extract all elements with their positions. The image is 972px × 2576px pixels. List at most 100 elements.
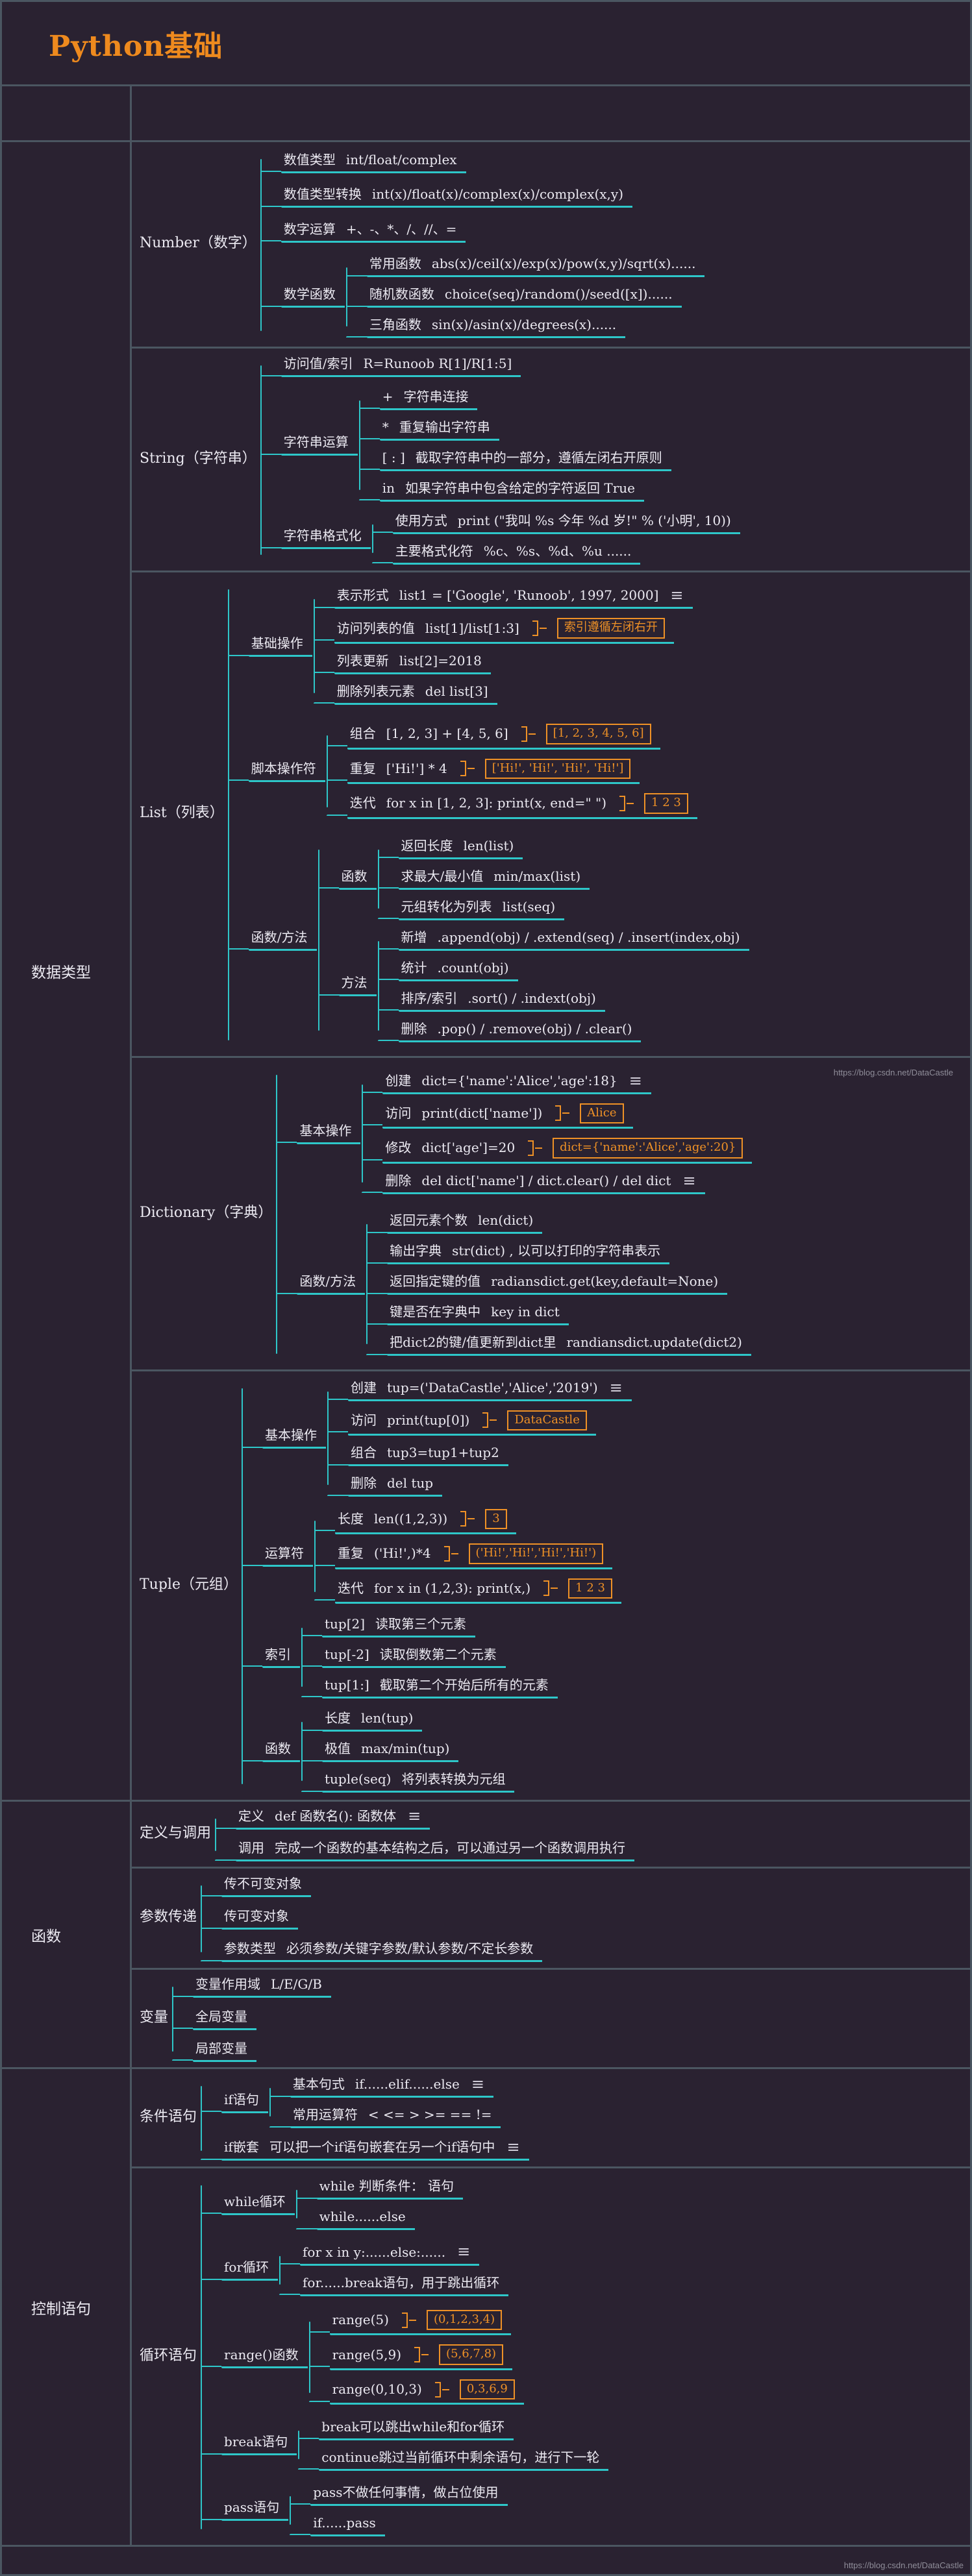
tree-node-label: 返回指定键的值 xyxy=(390,1273,481,1290)
tree-node-row: if语句 xyxy=(221,2091,268,2113)
tree-node-row: 循环语句 xyxy=(137,2346,199,2368)
tree-node-row: 运算符 xyxy=(262,1544,313,1567)
tree-node: 统计.count(obj) xyxy=(377,959,749,981)
tree-node-label: 组合 xyxy=(349,726,376,742)
tree-node: for......break语句，用于跳出循环 xyxy=(279,2274,509,2296)
empty-left-cell xyxy=(2,86,132,140)
tree-node-label: 传可变对象 xyxy=(224,1908,290,1924)
tree-node-label: 数值类型转换 xyxy=(283,186,362,202)
tree-root-node: 参数传递传不可变对象传可变对象参数类型必须参数/关键字参数/默认参数/不定长参数 xyxy=(137,1872,967,1964)
tree-node-row: for循环 xyxy=(221,2258,279,2281)
tree-node-row: Tuple（元组） xyxy=(137,1575,240,1597)
tree-node: break可以跳出while和for循环 xyxy=(298,2418,608,2440)
result-box: (5,6,7,8) xyxy=(439,2344,504,2365)
tree-node-value: R=Runoob R[1]/R[1:5] xyxy=(363,356,512,372)
tree-node-label: 函数 xyxy=(341,868,368,884)
tree-node-label: 基本句式 xyxy=(292,2076,345,2092)
tree-node-value: key in dict xyxy=(491,1304,560,1320)
tree-node-row: 函数 xyxy=(262,1739,300,1763)
tree-node-row: range(5,9)(5,6,7,8) xyxy=(329,2343,513,2370)
tree-node-label: 返回长度 xyxy=(401,837,453,853)
tree-node-row: Number（数字） xyxy=(137,233,259,256)
result-connector-line xyxy=(535,1147,543,1149)
tree-node: 调用完成一个函数的基本结构之后，可以通过另一个函数调用执行 xyxy=(215,1839,967,1861)
tree-node-value: list[2]=2018 xyxy=(399,652,482,669)
tree-node-row: 函数/方法 xyxy=(297,1272,366,1295)
tree-node-row: 统计.count(obj) xyxy=(398,959,518,981)
tree-node: 方法新增.append(obj) / .extend(seq) / .inser… xyxy=(318,928,749,1042)
tree-node-label: 传不可变对象 xyxy=(224,1876,303,1891)
tree-node-value: 读取第三个元素 xyxy=(375,1615,467,1632)
tree-node-label: tup[2] xyxy=(324,1615,366,1632)
tree-node: while 判断条件： 语句 xyxy=(295,2177,463,2200)
tree-node-row: 字符串格式化 xyxy=(280,526,371,550)
tree-node: *重复输出字符串 xyxy=(358,418,671,441)
tree-node-label: 列表更新 xyxy=(336,652,389,669)
tree-node: range(5)(0,1,2,3,4) xyxy=(308,2309,524,2336)
tree-node-label: break语句 xyxy=(224,2434,288,2449)
tree-children-group: for x in y:......else:......≡for......br… xyxy=(279,2243,509,2296)
notes-icon: ≡ xyxy=(408,1806,421,1825)
tree-node-value: ('Hi!',)*4 xyxy=(373,1545,431,1562)
tree-node-row: String（字符串） xyxy=(137,448,259,471)
tree-node-label: 迭代 xyxy=(349,795,376,811)
tree-node-row: pass不做任何事情，做占位使用 xyxy=(310,2483,508,2506)
tree-node: tup[2] 读取第三个元素 xyxy=(301,1615,558,1638)
notes-icon: ≡ xyxy=(471,2074,484,2093)
tree-node-label: 基础操作 xyxy=(251,635,303,651)
tree-node-row: break语句 xyxy=(221,2433,297,2455)
tree-node-value: len(dict) xyxy=(478,1212,534,1229)
tree-node-row: 定义与调用 xyxy=(137,1823,214,1846)
tree-node-label: tuple(seq) xyxy=(324,1771,392,1787)
tree-node-label: 访问 xyxy=(350,1412,377,1428)
tree-node-label: 索引 xyxy=(264,1646,291,1662)
tree-node-label: String（字符串） xyxy=(140,450,256,467)
watermark-mid: https://blog.csdn.net/DataCastle xyxy=(833,1068,953,1077)
tree-node-label: range()函数 xyxy=(224,2346,299,2362)
tree-node-value: list[1]/list[1:3] xyxy=(425,620,519,636)
tree-node-label: 字符串运算 xyxy=(283,434,349,450)
tree-node: tup[-2]读取倒数第二个元素 xyxy=(301,1645,558,1668)
tree-node-value: dict={'name':'Alice','age':18} xyxy=(421,1072,617,1088)
tree-node-label: 删除 xyxy=(350,1475,377,1491)
tree-node-label: + xyxy=(382,388,393,404)
tree-node: continue跳过当前循环中剩余语句，进行下一轮 xyxy=(298,2448,609,2471)
tree-node: 主要格式化符%c、%s、%d、%u ...... xyxy=(371,542,740,565)
tree-node-row: 排序/索引.sort() / .indext(obj) xyxy=(398,989,605,1012)
tree-node: 局部变量 xyxy=(172,2039,967,2062)
result-box: 1 2 3 xyxy=(568,1578,612,1599)
tree-node: 传可变对象 xyxy=(201,1907,967,1930)
tree-node-value: print ("我叫 %s 今年 %d 岁!" % ('小明', 10)) xyxy=(457,512,731,528)
tree-node-row: continue跳过当前循环中剩余语句，进行下一轮 xyxy=(319,2448,609,2471)
tree-node-label: 字符串格式化 xyxy=(283,528,362,544)
